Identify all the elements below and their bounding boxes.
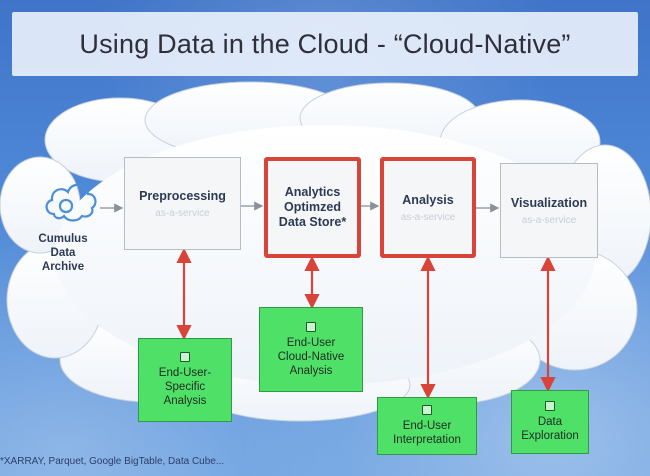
stage-title: Analysis [402,192,454,207]
output-label: Data Exploration [521,416,579,442]
stage-preprocessing: Preprocessing as-a-service [124,157,241,250]
output-specific-analysis: End-User- Specific Analysis [138,338,232,422]
stage-title: Analytics Optimzed Data Store* [278,185,347,229]
stage-subtitle: as-a-service [521,214,577,226]
stage-title: Visualization [510,195,588,210]
footnote: *XARRAY, Parquet, Google BigTable, Data … [0,456,225,467]
slide-title: Using Data in the Cloud - “Cloud-Native” [79,28,571,59]
stage-analysis: Analysis as-a-service [380,157,476,258]
document-icon [422,405,432,415]
stage-subtitle: as-a-service [400,211,456,223]
stage-title: Preprocessing [139,188,226,203]
document-icon [306,321,316,332]
stage-visualization: Visualization as-a-service [500,163,598,258]
output-interpretation: End-User Interpretation [377,397,477,455]
output-label: End-User Interpretation [393,420,461,446]
output-data-exploration: Data Exploration [511,390,589,454]
document-icon [180,352,190,362]
output-cloud-native-analysis: End-User Cloud-Native Analysis [259,307,363,392]
output-label: End-User- Specific Analysis [158,367,212,407]
archive-label: Cumulus Data Archive [38,233,88,273]
cloud-archive-icon [45,183,97,222]
output-label: End-User Cloud-Native Analysis [277,336,345,377]
title-bar: Using Data in the Cloud - “Cloud-Native” [12,12,638,76]
stage-subtitle: as-a-service [155,207,210,219]
document-icon [545,401,555,411]
stage-data-store: Analytics Optimzed Data Store* [264,157,361,258]
